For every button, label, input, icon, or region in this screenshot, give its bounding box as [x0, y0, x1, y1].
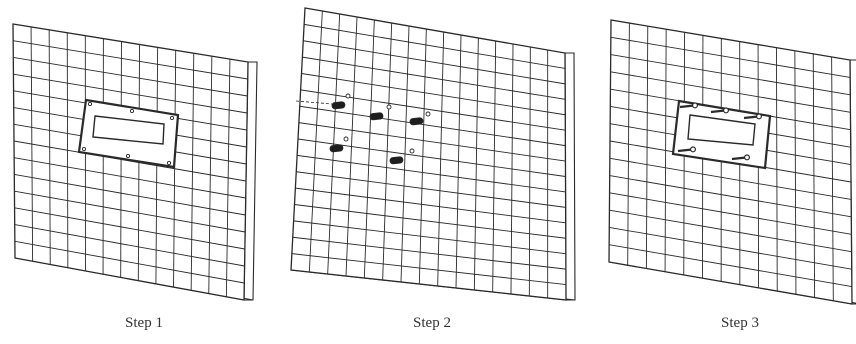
- screw-head: [693, 103, 698, 108]
- bracket-hole: [167, 161, 170, 164]
- screw-shank: [711, 111, 725, 113]
- bracket-hole: [126, 154, 129, 157]
- step-2-wall-panel: [291, 8, 575, 300]
- screw-head: [757, 114, 762, 119]
- step-1-caption: Step 1: [64, 314, 224, 332]
- wall-anchor: [410, 117, 424, 125]
- step-3-caption: Step 3: [660, 314, 820, 332]
- drill-hole-mark: [387, 105, 391, 109]
- bracket-hole: [88, 102, 91, 105]
- drill-hole-mark: [344, 137, 348, 141]
- screw-shank: [680, 106, 694, 108]
- screw-head: [724, 108, 729, 113]
- wall-face: [291, 8, 566, 300]
- wall-anchor: [330, 144, 344, 152]
- bracket-hole: [82, 147, 85, 150]
- screw-shank: [744, 117, 758, 119]
- wall-face: [13, 24, 248, 300]
- step-3-wall-panel: [609, 20, 856, 304]
- step-1-wall-panel: [13, 24, 257, 300]
- bracket-hole: [170, 116, 173, 119]
- bracket-hole: [130, 109, 133, 112]
- screw-shank: [732, 158, 746, 160]
- wall-anchor: [390, 156, 404, 164]
- drill-hole-mark: [426, 112, 430, 116]
- drill-hole-mark: [346, 94, 350, 98]
- screw-shank: [678, 150, 692, 152]
- screw-head: [745, 155, 750, 160]
- drill-hole-mark: [410, 149, 414, 153]
- screw-head: [691, 147, 696, 152]
- wall-anchor: [332, 101, 346, 109]
- step-2-caption: Step 2: [352, 314, 512, 332]
- wall-anchor: [370, 112, 384, 120]
